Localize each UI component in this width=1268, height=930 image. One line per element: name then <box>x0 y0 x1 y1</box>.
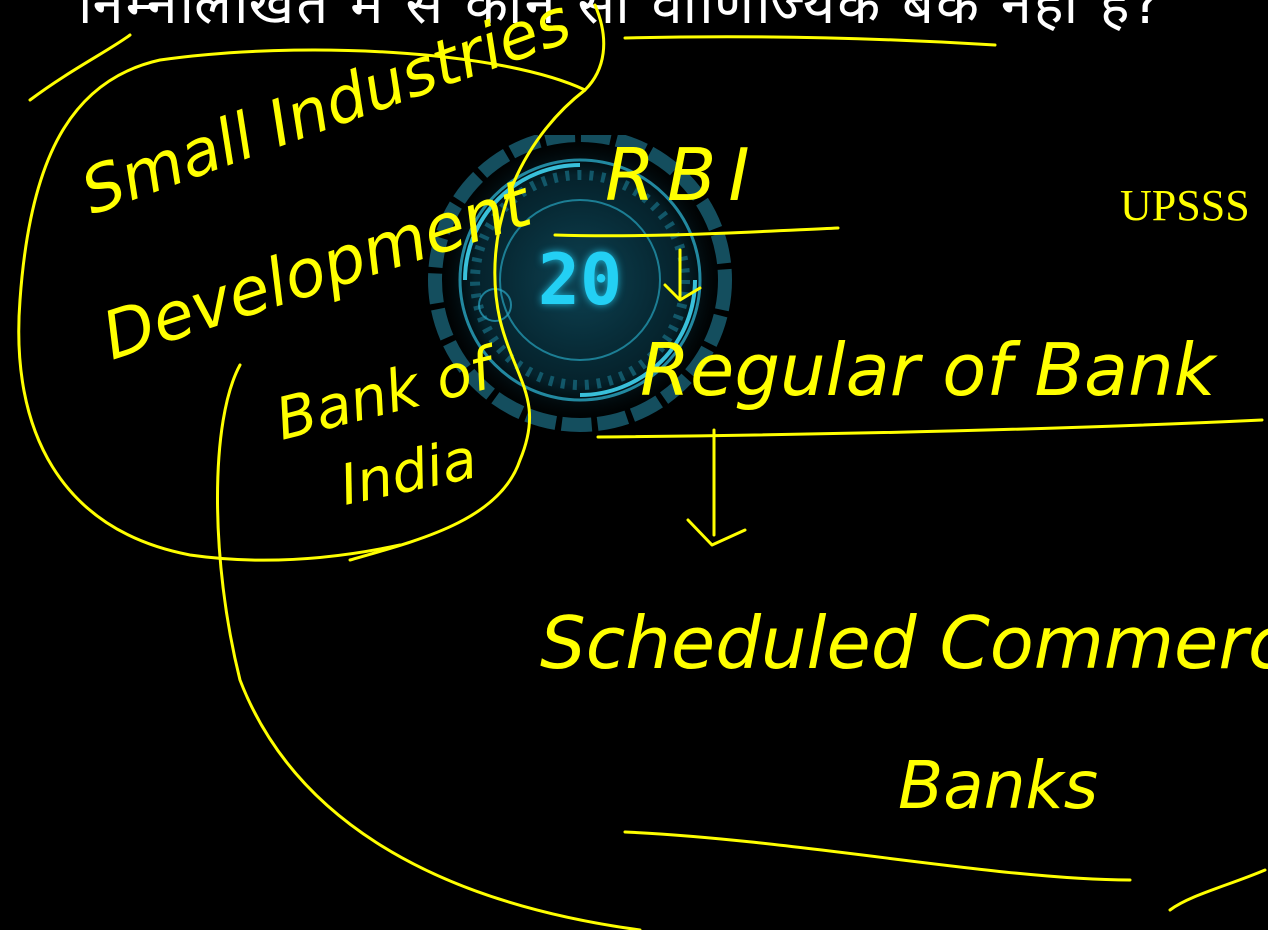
label-banks: Banks <box>898 747 1098 824</box>
exam-label: UPSSS <box>1120 181 1250 230</box>
label-scheduled-commercial: Scheduled Commercial <box>540 601 1268 685</box>
circle-around-sidbi <box>17 48 587 562</box>
underline-banks <box>623 830 1132 882</box>
arrow-head <box>686 518 747 547</box>
label-regulator-of-bank: Regular of Bank <box>640 328 1219 412</box>
bracket-right-of-sidbi <box>348 3 606 562</box>
question-text: निम्नलिखित में से कौन सा वाणिज्यिक बैंक … <box>78 0 1164 37</box>
underline-regulator <box>596 418 1264 439</box>
curve-bottom-left <box>216 363 642 930</box>
arrow-rbi-down <box>663 248 702 302</box>
underline-top <box>623 35 997 47</box>
check-mark-bottom-right <box>1168 868 1267 912</box>
check-mark-top-left <box>28 33 132 102</box>
label-india: India <box>334 427 482 519</box>
label-rbi: RBI <box>605 133 762 217</box>
underline-rbi <box>553 226 840 238</box>
timer-value: 20 <box>537 239 623 321</box>
